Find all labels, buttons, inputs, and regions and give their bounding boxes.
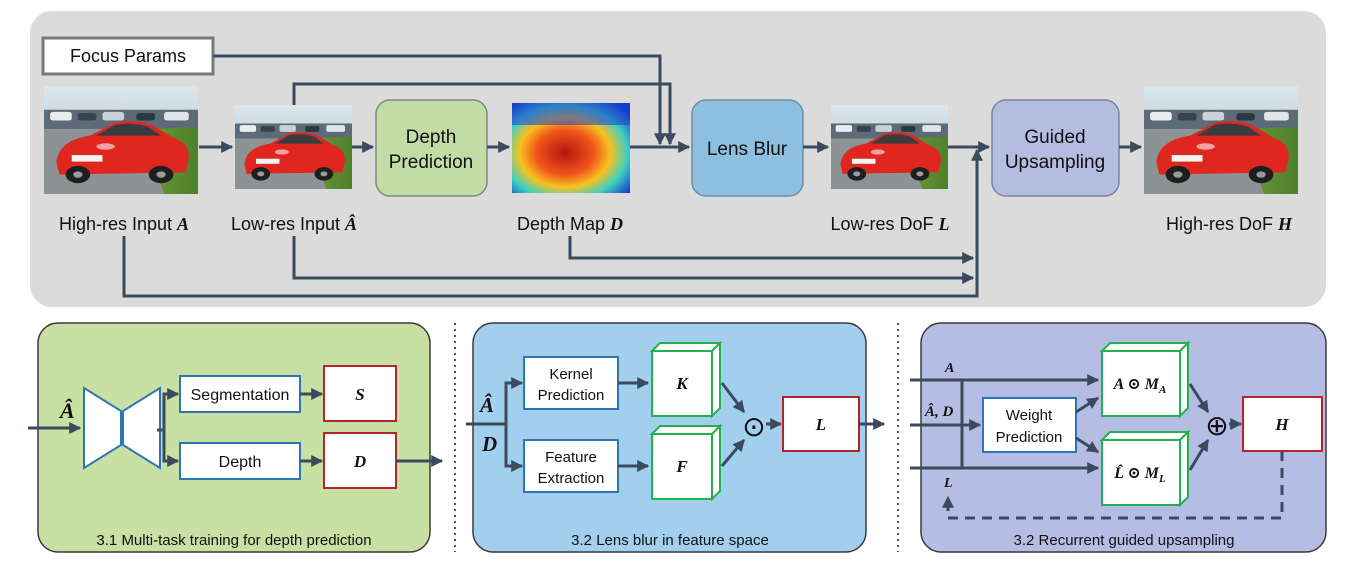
svg-text:S: S xyxy=(355,385,364,404)
panel3-input-ad: Â, D xyxy=(924,403,954,420)
svg-text:Prediction: Prediction xyxy=(538,387,605,404)
panel3-input-a: A xyxy=(944,361,954,376)
svg-text:Segmentation: Segmentation xyxy=(191,387,290,404)
lowres-dof-caption: Low-res DoF L xyxy=(830,214,949,234)
svg-text:L: L xyxy=(815,415,826,434)
kernel-prediction-box: Kernel Prediction xyxy=(523,356,619,410)
svg-text:Weight: Weight xyxy=(1006,407,1053,424)
depth-prediction-line2: Prediction xyxy=(389,152,474,173)
oplus-operator: ⊕ xyxy=(1205,410,1228,441)
svg-text:H: H xyxy=(1274,415,1289,434)
svg-text:A ⊙ MA: A ⊙ MA xyxy=(1113,376,1167,396)
svg-text:D: D xyxy=(353,452,366,471)
lowres-dof-image xyxy=(831,105,948,189)
highres-dof-image xyxy=(1144,86,1298,194)
highres-dof-caption: High-res DoF H xyxy=(1166,214,1293,234)
depth-map-image xyxy=(512,103,630,193)
output-s-box: S xyxy=(323,365,397,422)
svg-text:Extraction: Extraction xyxy=(538,470,605,487)
lens-blur-box: Lens Blur xyxy=(691,99,804,197)
svg-text:Depth: Depth xyxy=(219,454,262,471)
highres-input-image xyxy=(44,86,198,194)
output-h-box: H xyxy=(1242,396,1323,452)
focus-params-label: Focus Params xyxy=(70,46,186,66)
output-d-box: D xyxy=(323,432,397,489)
odot-operator: ⊙ xyxy=(742,411,765,442)
cube-l-ml-icon: L̂ ⊙ ML xyxy=(1099,429,1191,508)
panel2-caption: 3.2 Lens blur in feature space xyxy=(571,532,769,549)
focus-params-box: Focus Params xyxy=(41,36,215,76)
svg-text:Kernel: Kernel xyxy=(549,366,592,383)
segmentation-box: Segmentation xyxy=(179,375,301,413)
depth-map-caption: Depth Map D xyxy=(517,214,623,234)
panel3-input-l: L xyxy=(943,476,953,491)
guided-upsampling-line1: Guided xyxy=(1024,127,1085,148)
panel1-input-symbol: Â xyxy=(58,398,75,423)
panel1-caption: 3.1 Multi-task training for depth predic… xyxy=(96,532,371,549)
guided-upsampling-line2: Upsampling xyxy=(1005,152,1105,173)
highres-input-caption: High-res Input A xyxy=(59,214,189,234)
guided-upsampling-box: Guided Upsampling xyxy=(991,99,1120,197)
svg-text:F: F xyxy=(675,457,688,476)
depth-box: Depth xyxy=(179,442,301,480)
depth-prediction-box: Depth Prediction xyxy=(375,99,488,197)
encoder-decoder-icon xyxy=(83,386,161,470)
cube-a-ma-icon: A ⊙ MA xyxy=(1099,340,1191,419)
svg-text:K: K xyxy=(675,374,689,393)
svg-text:Feature: Feature xyxy=(545,449,597,466)
panel3-caption: 3.2 Recurrent guided upsampling xyxy=(1014,532,1235,549)
weight-prediction-box: Weight Prediction xyxy=(982,397,1077,453)
cube-f-icon: F xyxy=(649,423,723,502)
recurrent-feedback-arrow xyxy=(942,451,1284,520)
panel2-input-a: Â xyxy=(478,393,494,417)
depth-prediction-line1: Depth xyxy=(406,127,457,148)
panel2-input-d: D xyxy=(481,432,497,456)
lowres-input-image xyxy=(235,105,352,189)
lens-blur-label: Lens Blur xyxy=(707,139,788,160)
lowres-input-caption: Low-res Input Â xyxy=(231,213,357,234)
top-arrows xyxy=(122,54,1143,298)
output-l-box: L xyxy=(782,396,860,452)
svg-text:Prediction: Prediction xyxy=(996,429,1063,446)
cube-k-icon: K xyxy=(649,340,723,419)
svg-text:L̂ ⊙ ML: L̂ ⊙ ML xyxy=(1113,463,1166,485)
feature-extraction-box: Feature Extraction xyxy=(523,439,619,493)
